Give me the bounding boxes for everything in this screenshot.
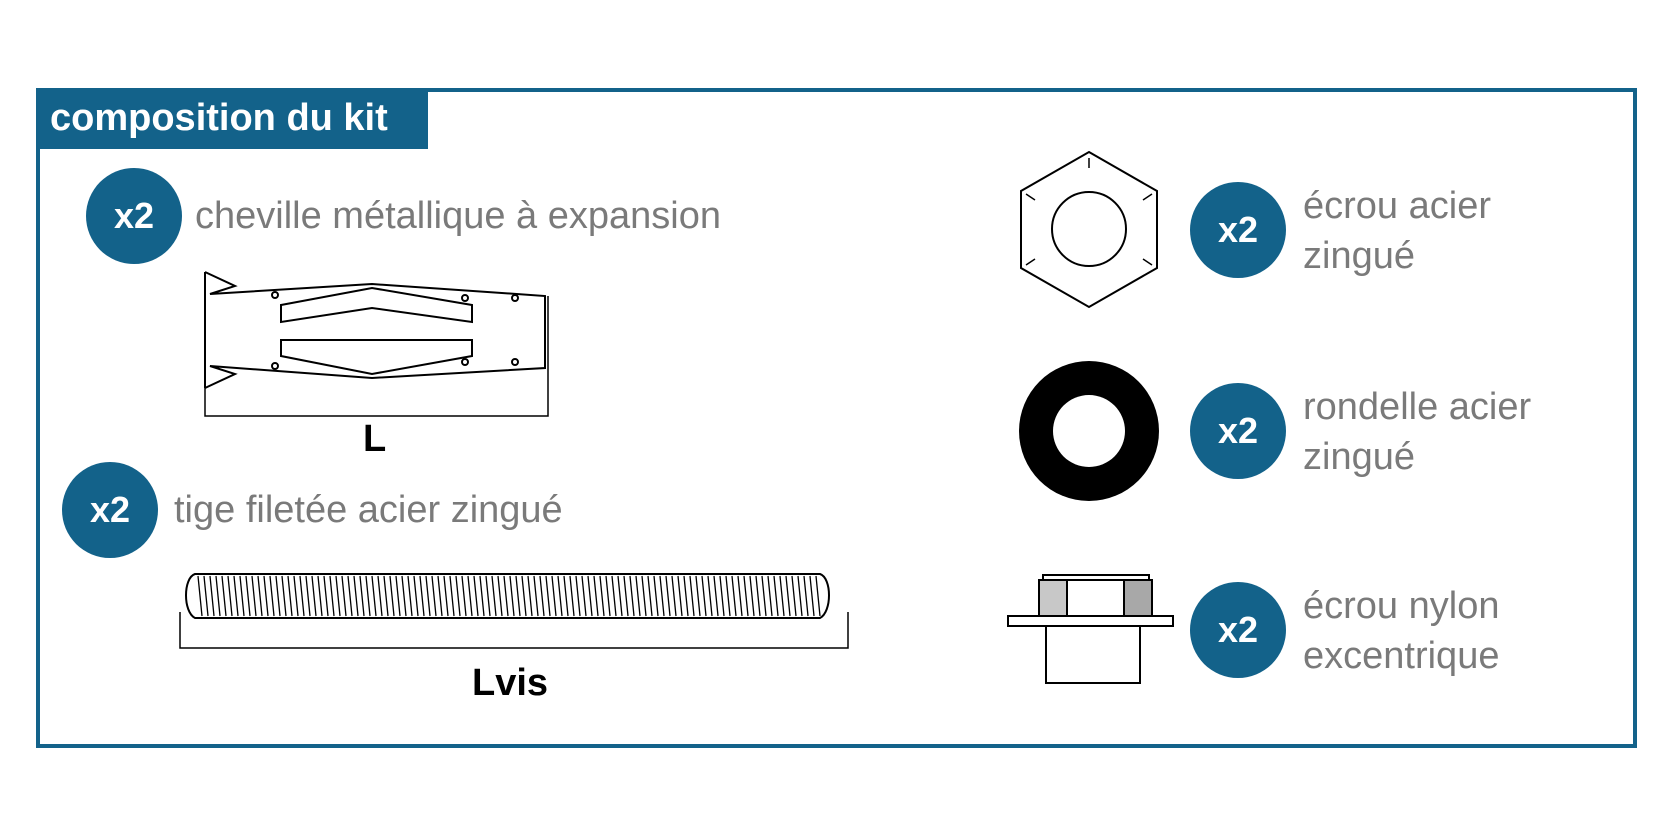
washer-label-line2: zingué — [1303, 436, 1415, 478]
quantity-badge-washer: x2 — [1190, 383, 1286, 479]
threaded-rod-icon — [179, 573, 849, 649]
hex-nut-label-line2: zingué — [1303, 235, 1415, 277]
kit-title: composition du kit — [36, 88, 428, 149]
washer-label-line1: rondelle acier — [1303, 386, 1532, 428]
nylon-nut-label-line1: écrou nylon — [1303, 585, 1500, 627]
quantity-badge-hex-nut: x2 — [1190, 182, 1286, 278]
quantity-badge-anchor: x2 — [86, 168, 182, 264]
rod-length-label: Lvis — [472, 662, 549, 704]
nylon-nut-icon — [1007, 574, 1174, 684]
anchor-label: cheville métallique à expansion — [195, 195, 721, 237]
hex-nut-icon — [1020, 150, 1158, 309]
expansion-anchor-icon — [204, 271, 549, 417]
rod-label: tige filetée acier zingué — [174, 489, 563, 531]
washer-icon — [1019, 361, 1159, 501]
nylon-nut-label-line2: excentrique — [1303, 635, 1500, 677]
anchor-length-label: L — [363, 418, 387, 460]
hex-nut-label-line1: écrou acier — [1303, 185, 1491, 227]
quantity-badge-rod: x2 — [62, 462, 158, 558]
kit-frame — [36, 88, 1637, 748]
quantity-badge-nylon-nut: x2 — [1190, 582, 1286, 678]
